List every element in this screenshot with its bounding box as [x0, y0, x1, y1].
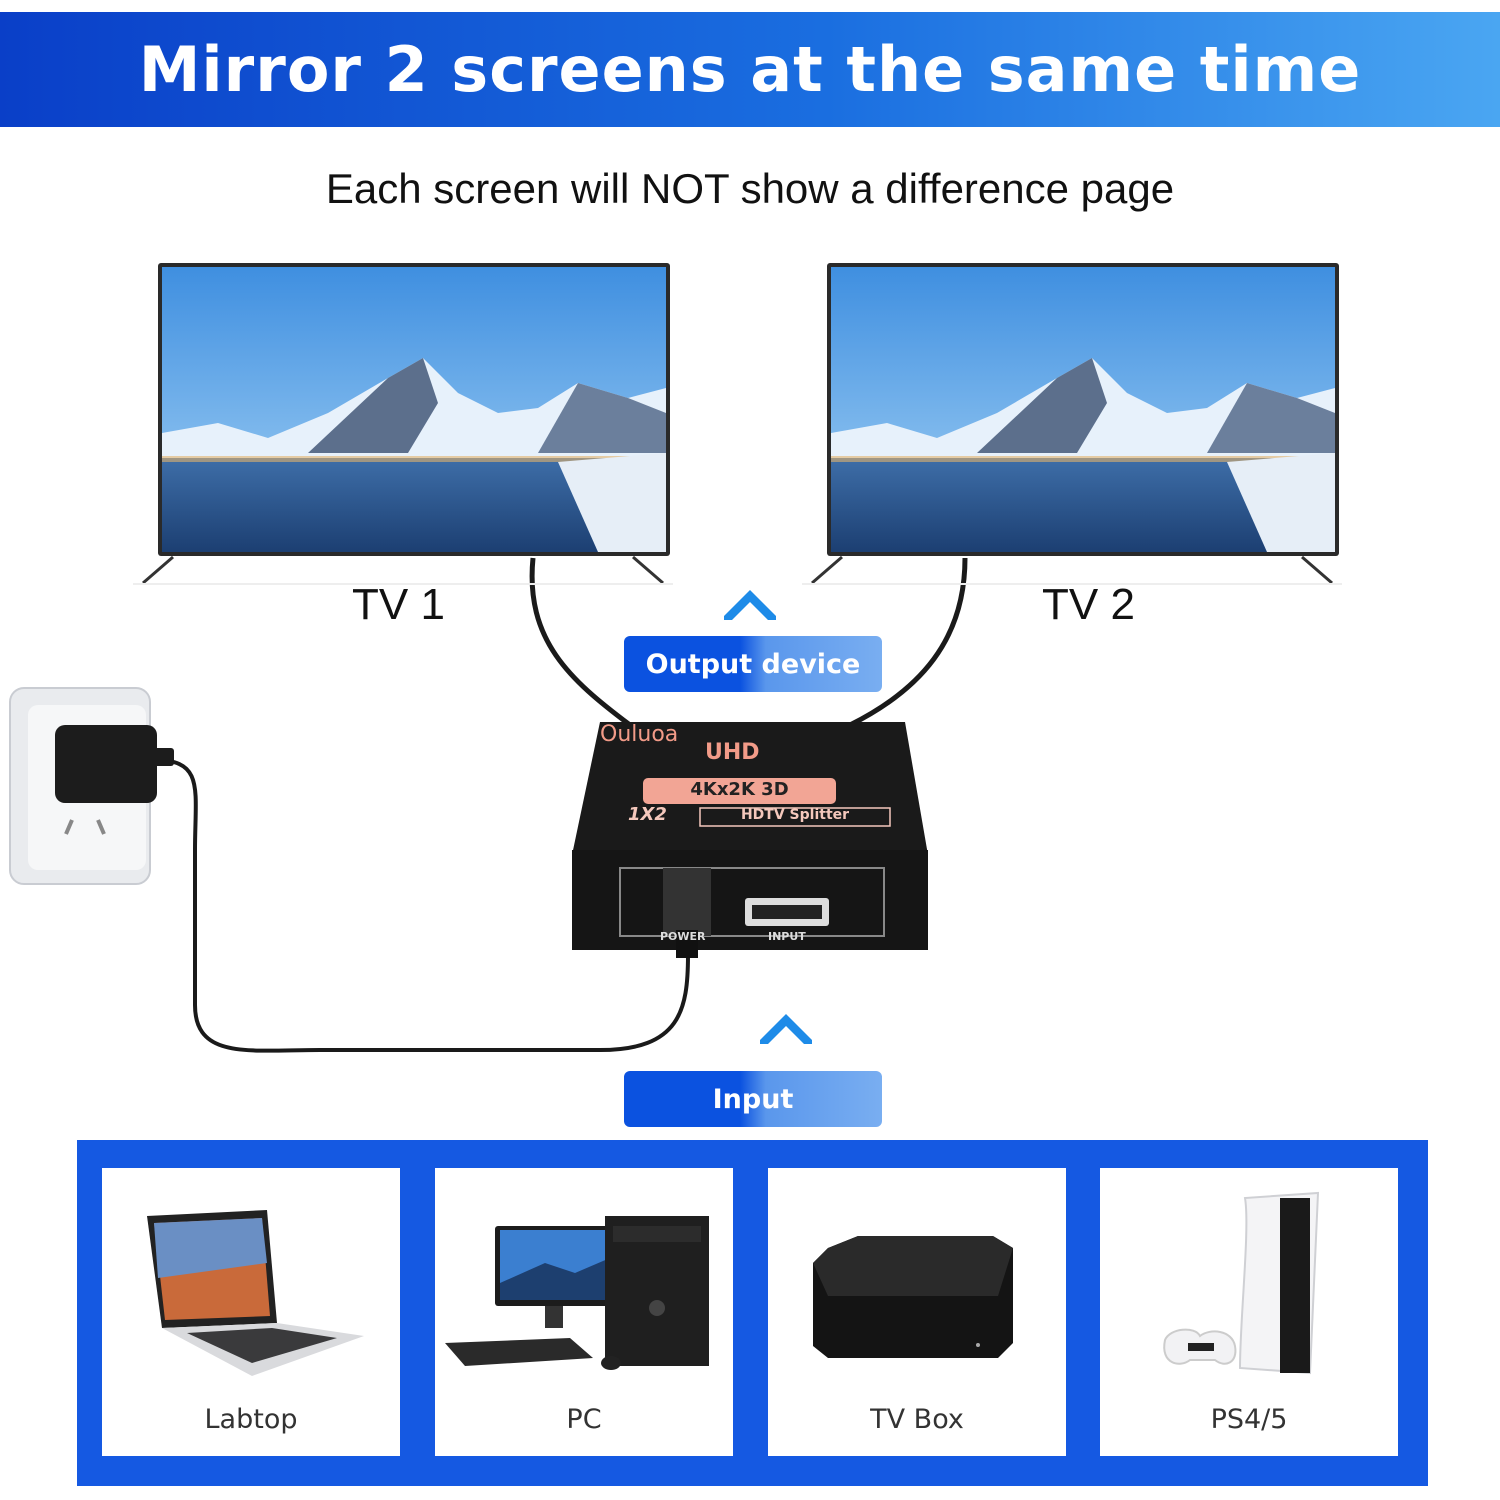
game-console-icon [1163, 1191, 1320, 1375]
output-device-badge: Output device [624, 636, 882, 692]
header-banner: Mirror 2 screens at the same time [0, 12, 1500, 127]
landscape-image [162, 267, 666, 552]
splitter-brand: Ouluoa [600, 722, 679, 747]
hdmi-cable-tv2 [848, 557, 968, 728]
chevron-up-icon [724, 590, 776, 620]
device-card-tv-box: TV Box [768, 1168, 1066, 1456]
tv-2-label: TV 2 [1042, 580, 1135, 629]
splitter-port-power: POWER [660, 930, 706, 943]
connection-diagram [9, 557, 968, 1053]
device-card-laptop: Labtop [102, 1168, 400, 1456]
desktop-pc-icon [445, 1216, 709, 1370]
subtitle: Each screen will NOT show a difference p… [325, 165, 1175, 212]
device-card-pc: PC [435, 1168, 733, 1456]
tv-stand [133, 555, 673, 585]
tv-1-label: TV 1 [352, 580, 445, 629]
device-label: PC [566, 1404, 602, 1435]
page-title: Mirror 2 screens at the same time [138, 33, 1362, 106]
hdmi-cable-tv1 [529, 557, 632, 727]
splitter-model: 1X2 [628, 804, 667, 825]
device-label: Labtop [204, 1404, 298, 1435]
hdmi-splitter [572, 722, 928, 958]
tv-screen [827, 263, 1339, 556]
device-label: TV Box [870, 1404, 964, 1435]
power-adapter-icon [55, 725, 174, 803]
tv-stand [802, 555, 1342, 585]
laptop-icon [147, 1210, 364, 1376]
tv-screen [158, 263, 670, 556]
splitter-uhd: UHD [705, 740, 760, 765]
tv-box-icon [813, 1236, 1013, 1358]
splitter-model-text: HDTV Splitter [740, 807, 850, 823]
splitter-spec: 4Kx2K 3D [690, 779, 789, 800]
device-card-ps: PS4/5 [1100, 1168, 1398, 1456]
landscape-image [831, 267, 1335, 552]
power-cable [154, 758, 690, 1053]
tv-1 [133, 263, 698, 593]
tv-2 [802, 263, 1367, 593]
splitter-port-input: INPUT [768, 930, 806, 943]
chevron-up-icon [760, 1014, 812, 1044]
input-badge: Input [624, 1071, 882, 1127]
device-label: PS4/5 [1210, 1404, 1288, 1435]
